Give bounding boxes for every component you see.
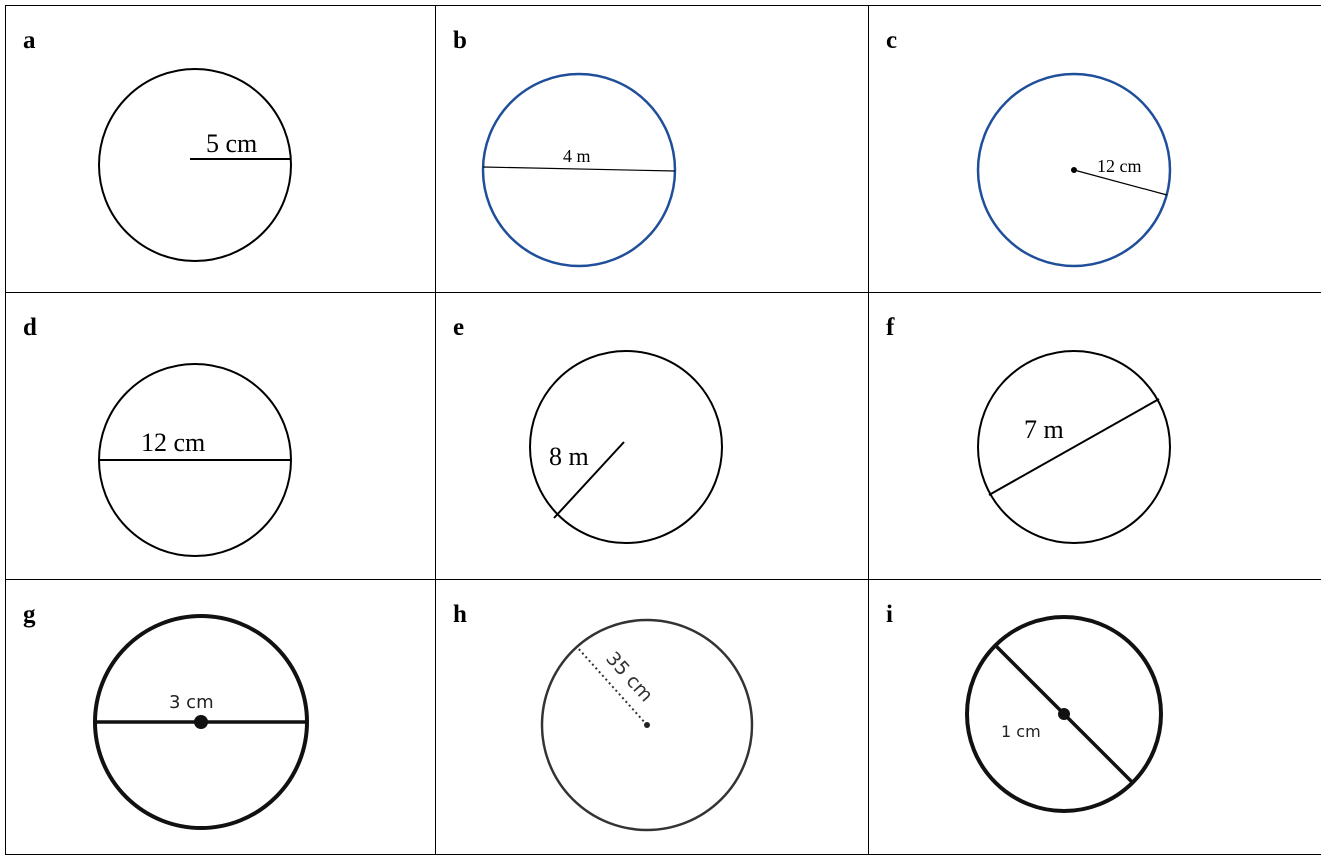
circle-figure-i: 1 cm (965, 615, 1163, 813)
circle (98, 68, 292, 262)
cell-letter: g (23, 601, 36, 628)
cell-letter: c (886, 27, 898, 54)
center-dot (644, 722, 650, 728)
radius-line (1073, 169, 1168, 196)
circle (965, 615, 1163, 813)
cell-e: e 8 m (436, 293, 869, 580)
cell-letter: d (23, 314, 37, 341)
circle (529, 350, 723, 544)
circle-figure-g: 3 cm (93, 614, 309, 830)
circle (540, 618, 754, 832)
circle (481, 72, 677, 268)
cell-a: a 5 cm (6, 6, 436, 293)
circle (977, 350, 1171, 544)
cell-g: g 3 cm (6, 580, 436, 855)
circle-figure-c: 12 cm (976, 72, 1172, 268)
cell-letter: a (23, 27, 36, 54)
diameter-line (988, 398, 1160, 496)
circle-figure-a: 5 cm (98, 68, 292, 262)
circle (976, 72, 1172, 268)
measure-label: 3 cm (169, 692, 214, 713)
circle-figure-h: 35 cm (540, 618, 754, 832)
circle-grid: a 5 cm b 4 m c 12 cm d 12 cm (5, 5, 1321, 855)
center-dot (1071, 167, 1077, 173)
cell-i: i 1 cm (869, 580, 1321, 855)
center-dot (194, 715, 208, 729)
cell-h: h 35 cm (436, 580, 869, 855)
circle-figure-d: 12 cm (98, 363, 292, 557)
measure-label: 5 cm (206, 129, 257, 158)
circle-figure-b: 4 m (481, 72, 677, 268)
cell-letter: e (453, 314, 465, 341)
radius-line (553, 441, 625, 519)
measure-label: 35 cm (601, 648, 657, 707)
diameter-line (482, 166, 676, 172)
cell-letter: h (453, 601, 467, 628)
circle-figure-e: 8 m (529, 350, 723, 544)
cell-letter: b (453, 27, 467, 54)
measure-label: 4 m (563, 146, 591, 166)
cell-f: f 7 m (869, 293, 1321, 580)
cell-letter: f (886, 314, 895, 341)
cell-b: b 4 m (436, 6, 869, 293)
cell-c: c 12 cm (869, 6, 1321, 293)
cell-letter: i (886, 601, 893, 628)
measure-label: 12 cm (1097, 156, 1142, 176)
measure-label: 7 m (1024, 415, 1064, 444)
cell-d: d 12 cm (6, 293, 436, 580)
circle-figure-f: 7 m (977, 350, 1171, 544)
center-dot (1058, 708, 1070, 720)
measure-label: 12 cm (141, 428, 205, 457)
measure-label: 1 cm (1001, 722, 1041, 741)
measure-label: 8 m (549, 442, 589, 471)
